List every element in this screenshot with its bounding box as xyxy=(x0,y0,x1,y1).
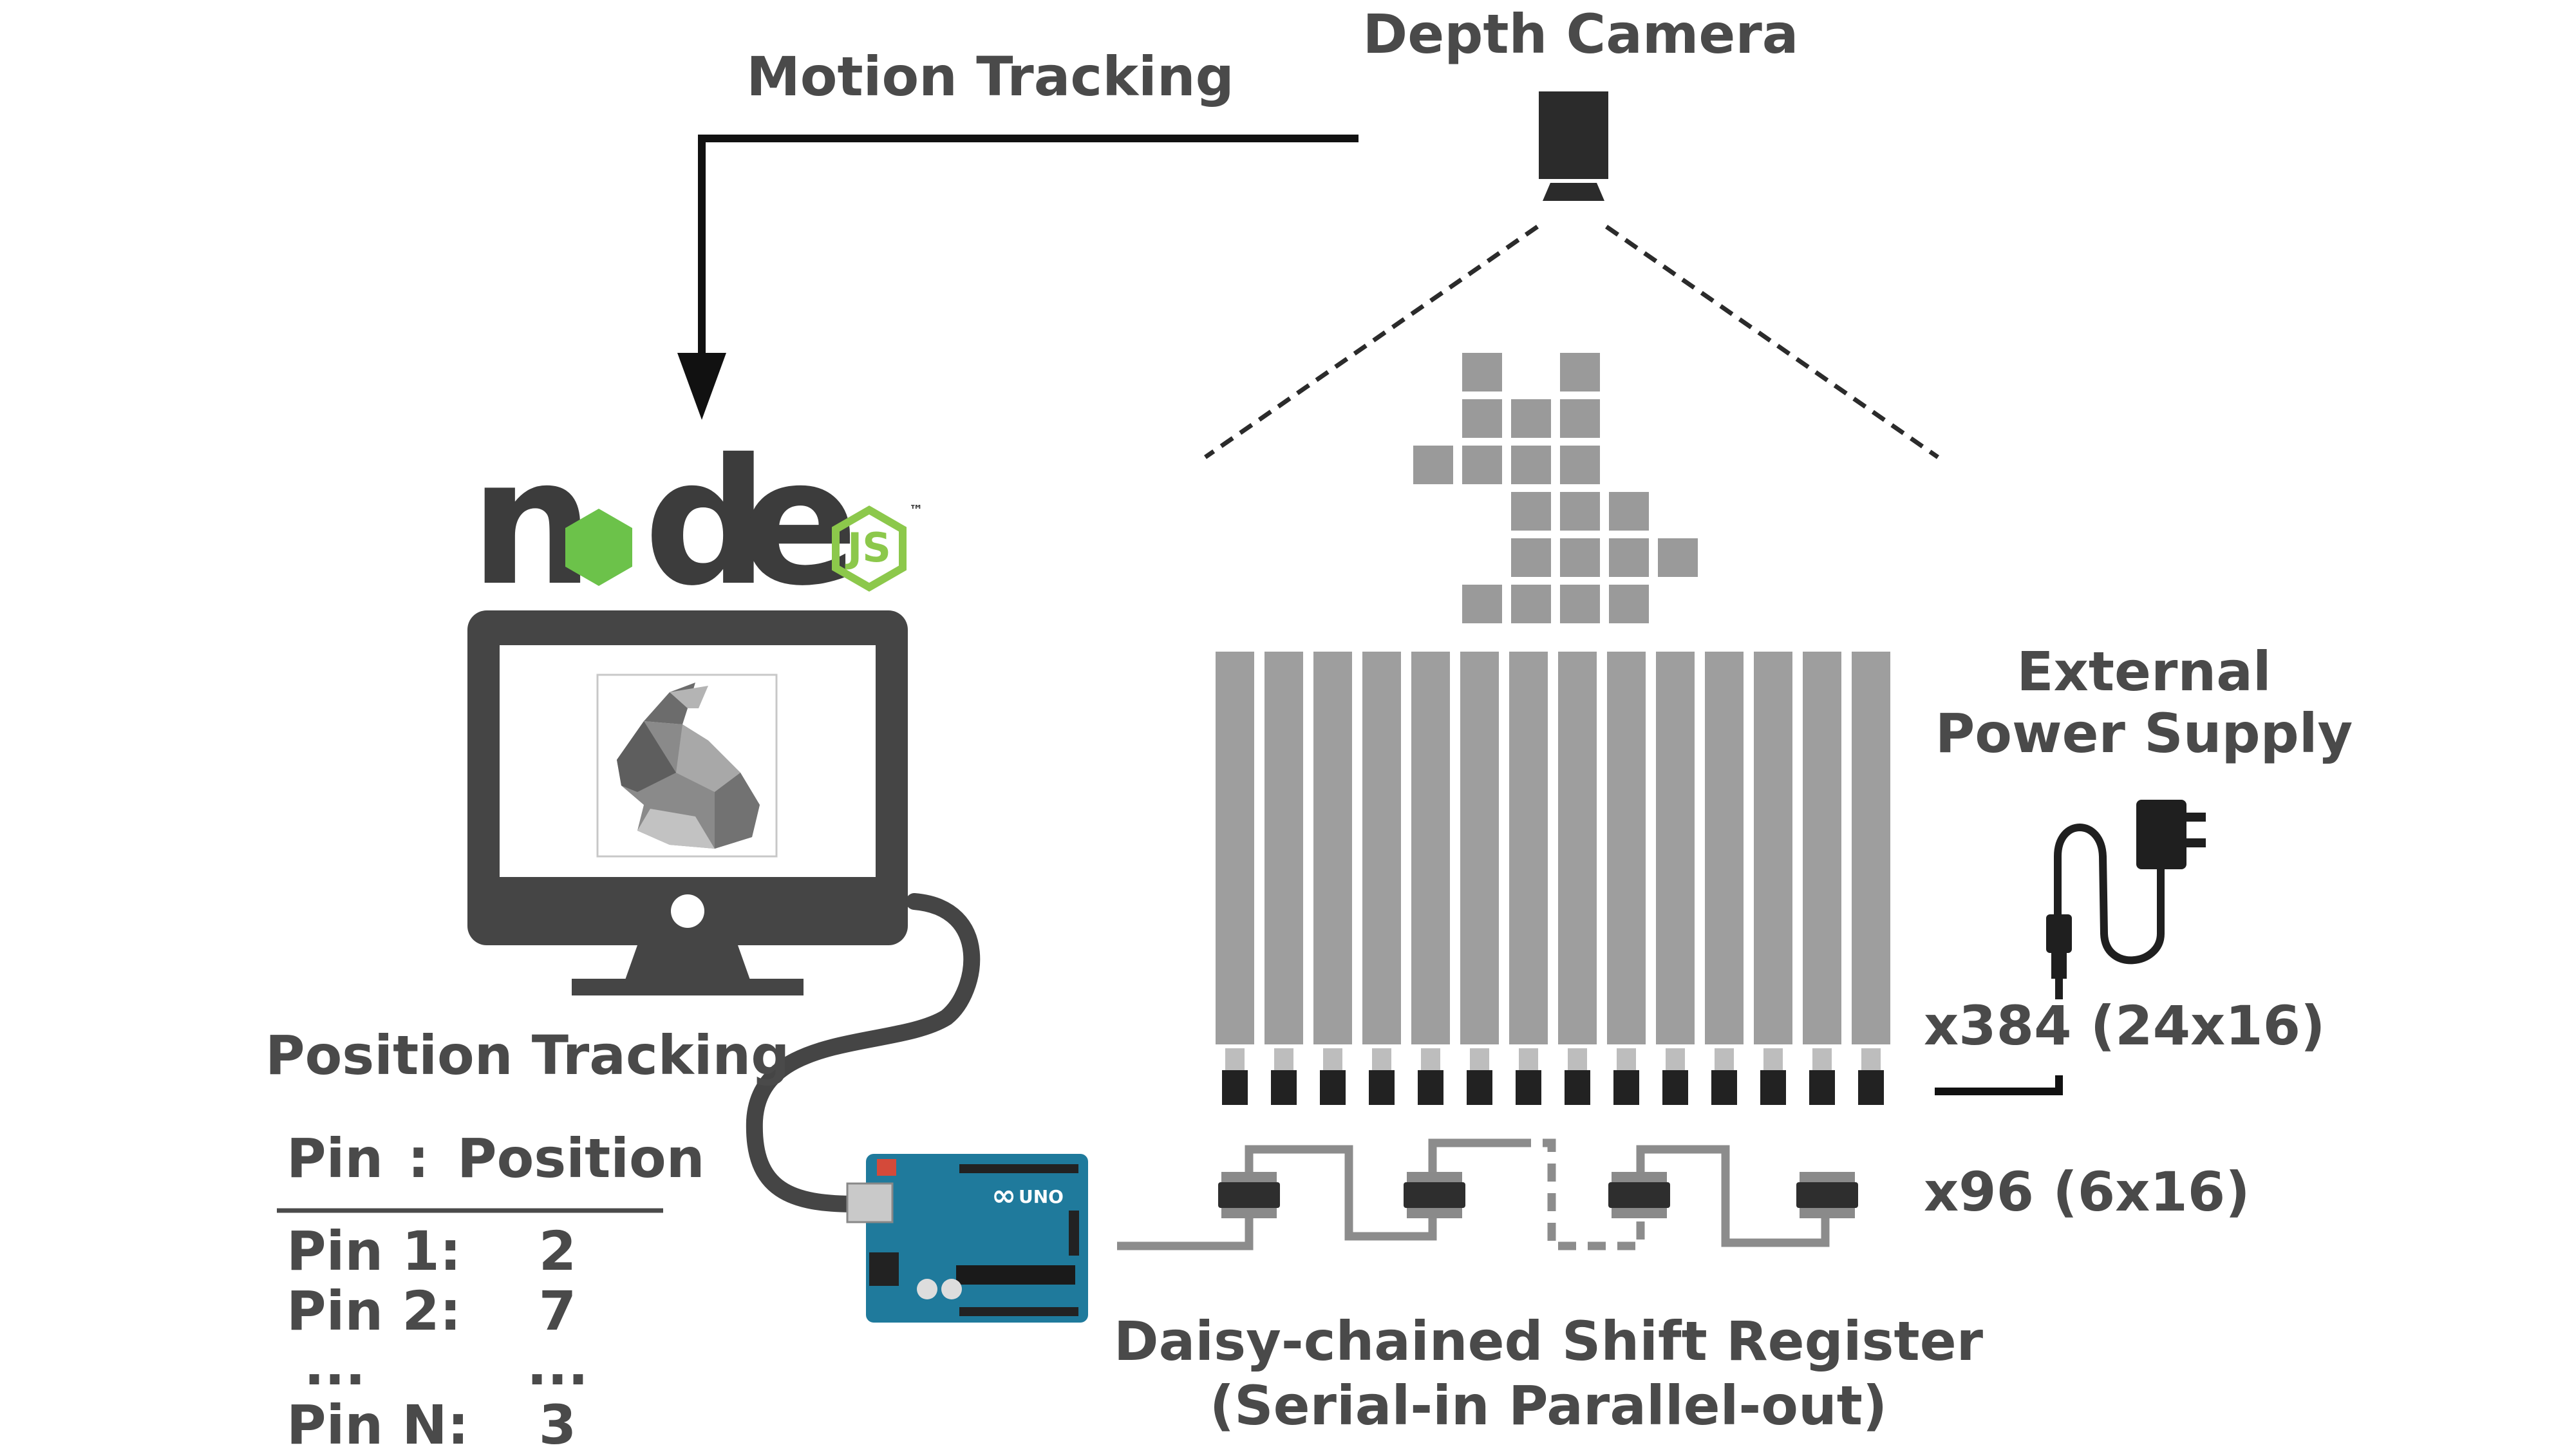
pixel-cell xyxy=(1560,399,1600,438)
shift-register-chips xyxy=(1218,1172,1858,1218)
external-power-label: External xyxy=(2017,640,2271,703)
pixel-cell xyxy=(1462,399,1502,438)
shift-register-chip xyxy=(1218,1172,1280,1218)
logo-letter-n: n xyxy=(470,421,594,624)
arduino-model-label: UNO xyxy=(1019,1186,1064,1207)
pixel-cell xyxy=(1511,492,1551,531)
shift-register-sublabel: (Serial-in Parallel-out) xyxy=(1210,1374,1888,1437)
pin-column xyxy=(1460,652,1499,1105)
pin-array xyxy=(1216,652,1890,1105)
nodejs-logo: n d e JS ™ xyxy=(470,421,923,624)
arduino-uno-board: ∞ UNO xyxy=(846,1154,1088,1323)
table-header-pin: Pin xyxy=(287,1127,383,1190)
pin-column xyxy=(1803,652,1841,1105)
table-header-position: Position xyxy=(457,1127,705,1190)
pixel-cell xyxy=(1609,538,1649,577)
logo-letter-e: e xyxy=(740,421,858,624)
pixel-display-grid xyxy=(1413,353,1698,623)
table-row-position: ... xyxy=(527,1334,588,1397)
table-row-position: 3 xyxy=(539,1393,576,1449)
pin-column xyxy=(1264,652,1303,1105)
table-row-pin: Pin 1: xyxy=(287,1220,461,1283)
pixel-cell xyxy=(1560,446,1600,484)
pin-count-label: x384 (24x16) xyxy=(1924,994,2326,1057)
table-row-pin: Pin N: xyxy=(287,1393,469,1449)
logo-js-text: JS xyxy=(845,524,891,571)
pixel-cell xyxy=(1462,446,1502,484)
pin-column xyxy=(1411,652,1450,1105)
arduino-brand-mark: ∞ xyxy=(992,1178,1016,1212)
shift-register-chip xyxy=(1404,1172,1465,1218)
power-connector-line xyxy=(1935,1075,2063,1095)
pixel-cell xyxy=(1511,585,1551,623)
pin-column xyxy=(1754,652,1792,1105)
table-row-pin: ... xyxy=(304,1334,366,1397)
pixel-cell xyxy=(1462,585,1502,623)
pin-column xyxy=(1362,652,1401,1105)
table-row-position: 7 xyxy=(539,1279,576,1343)
pixel-cell xyxy=(1609,585,1649,623)
pin-column xyxy=(1705,652,1744,1105)
pixel-cell xyxy=(1560,492,1600,531)
power-adapter-icon xyxy=(2046,800,2206,999)
pixel-cell xyxy=(1511,399,1551,438)
pin-column xyxy=(1216,652,1254,1105)
depth-camera-label: Depth Camera xyxy=(1363,3,1799,66)
motion-tracking-label: Motion Tracking xyxy=(746,45,1234,108)
pin-position-table: Pin : Position Pin 1: 2 Pin 2: 7 ... ...… xyxy=(277,1127,705,1452)
pin-column xyxy=(1558,652,1597,1105)
pin-column xyxy=(1852,652,1890,1105)
pixel-cell xyxy=(1511,446,1551,484)
pixel-cell xyxy=(1462,353,1502,391)
logo-letter-d: d xyxy=(644,421,768,624)
pin-column xyxy=(1656,652,1695,1105)
logo-js-badge xyxy=(832,505,907,592)
pixel-cell xyxy=(1511,538,1551,577)
register-count-label: x96 (6x16) xyxy=(1924,1160,2250,1223)
pixel-cell xyxy=(1560,353,1600,391)
usb-cable xyxy=(746,893,981,1212)
shift-register-chip xyxy=(1796,1172,1858,1218)
pixel-cell xyxy=(1609,492,1649,531)
shift-register-label: Daisy-chained Shift Register xyxy=(1114,1310,1984,1373)
table-header-separator: : xyxy=(408,1127,429,1190)
shift-register-chip xyxy=(1608,1172,1670,1218)
table-row-position: 2 xyxy=(539,1220,576,1283)
camera-field-of-view xyxy=(1204,225,1939,459)
pin-column xyxy=(1313,652,1352,1105)
pixel-cell xyxy=(1560,538,1600,577)
pixel-cell xyxy=(1413,446,1453,484)
pin-column xyxy=(1509,652,1548,1105)
motion-tracking-arrow xyxy=(677,135,1359,420)
position-tracking-label: Position Tracking xyxy=(265,1024,789,1087)
external-power-sublabel: Power Supply xyxy=(1935,702,2353,765)
table-row-pin: Pin 2: xyxy=(287,1279,461,1343)
pin-column xyxy=(1607,652,1646,1105)
pixel-cell xyxy=(1560,585,1600,623)
pixel-cell xyxy=(1658,538,1698,577)
bunny-render-image xyxy=(596,674,778,858)
logo-hexagon xyxy=(565,509,632,586)
depth-camera-icon xyxy=(1539,91,1608,201)
logo-trademark: ™ xyxy=(909,503,923,519)
